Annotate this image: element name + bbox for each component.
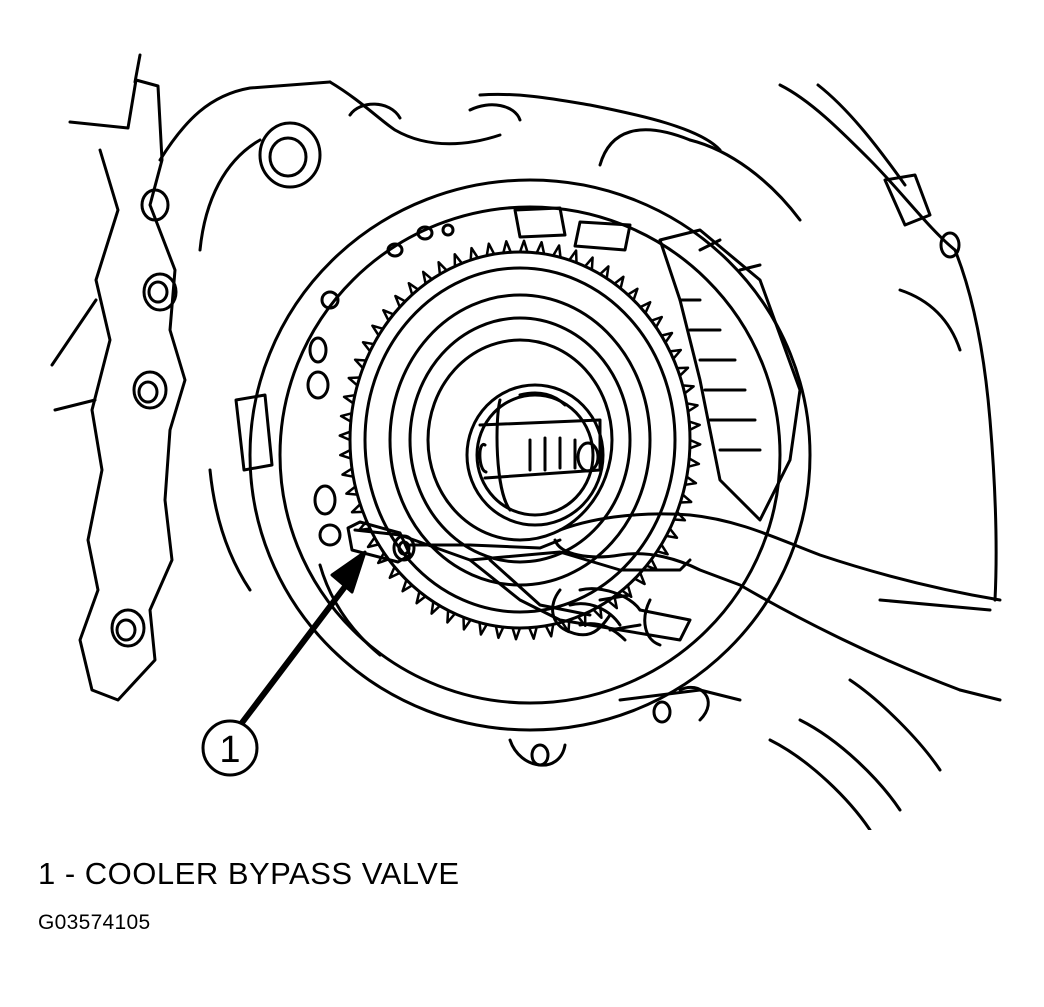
gear-tooth: [361, 340, 376, 353]
gear-tooth: [462, 616, 472, 631]
gear-tooth: [339, 448, 353, 460]
gear-tooth: [421, 270, 434, 285]
gear-tooth: [551, 244, 562, 259]
gear-tooth: [606, 595, 619, 610]
gear-tooth: [394, 294, 407, 309]
gear-tooth: [598, 265, 610, 280]
gear-tooth: [388, 565, 402, 580]
gear-tooth: [347, 376, 361, 387]
gear-tooth: [342, 393, 357, 405]
case-left-flange: [50, 53, 187, 702]
gear-tooth: [583, 256, 594, 271]
input-shaft: [465, 383, 605, 527]
callout-number-badge: 1: [201, 719, 259, 777]
pump-gear: [338, 239, 702, 641]
gear-tooth: [687, 420, 701, 432]
gear-tooth: [687, 457, 701, 468]
legend-caption: 1 - COOLER BYPASS VALVE: [38, 856, 460, 891]
gear-tooth: [620, 584, 633, 599]
gear-tooth: [668, 348, 683, 361]
case-lower-right: [508, 598, 1002, 830]
gear-tooth: [502, 240, 513, 255]
cooler-bypass-valve: [346, 520, 416, 564]
gear-tooth: [401, 578, 414, 593]
gear-tooth: [511, 626, 522, 641]
pump-housing: [234, 178, 812, 732]
gear-tooth: [371, 324, 385, 337]
gear-tooth: [415, 590, 427, 605]
callout-number-label: 1: [219, 729, 240, 771]
gear-tooth: [568, 249, 578, 264]
callout-leader-arrow: [235, 550, 367, 731]
gear-tooth: [382, 308, 395, 322]
gear-tooth: [366, 536, 380, 549]
gear-tooth: [655, 543, 669, 556]
gear-tooth: [494, 624, 505, 640]
gear-tooth: [626, 287, 639, 302]
gear-tooth: [679, 493, 693, 504]
transmission-illustration: 1: [50, 53, 1002, 830]
gear-tooth: [430, 600, 442, 615]
gear-tooth: [353, 358, 368, 370]
gear-tooth: [350, 502, 365, 514]
gear-tooth: [576, 612, 587, 628]
gear-tooth: [544, 623, 555, 638]
gear-tooth: [345, 485, 359, 496]
gear-tooth: [446, 609, 457, 624]
case-upper-body: [158, 80, 998, 602]
gear-tooth: [453, 252, 464, 268]
gear-tooth: [376, 551, 390, 565]
gear-tooth: [478, 621, 489, 636]
gear-tooth: [338, 430, 352, 442]
gear-tooth: [527, 625, 538, 640]
gear-tooth: [675, 366, 690, 378]
gear-tooth: [485, 242, 496, 257]
gear-tooth: [613, 275, 625, 290]
gear-tooth: [650, 315, 664, 329]
figure-id-label: G03574105: [38, 911, 151, 934]
gear-tooth: [688, 438, 702, 450]
gear-tooth: [664, 527, 679, 540]
gear-tooth: [469, 246, 480, 262]
gear-tooth: [341, 467, 355, 478]
gear-tooth: [339, 412, 353, 423]
gear-tooth: [638, 300, 652, 315]
gear-tooth: [681, 384, 695, 395]
gear-tooth: [518, 239, 529, 254]
gear-tooth: [407, 281, 420, 296]
gear-tooth: [633, 571, 646, 586]
gear-tooth: [683, 475, 698, 487]
gear-tooth: [685, 402, 699, 413]
gear-tooth: [535, 240, 546, 256]
gear-tooth: [660, 331, 674, 344]
gear-tooth: [437, 260, 448, 276]
technician-hand: [551, 512, 1002, 692]
